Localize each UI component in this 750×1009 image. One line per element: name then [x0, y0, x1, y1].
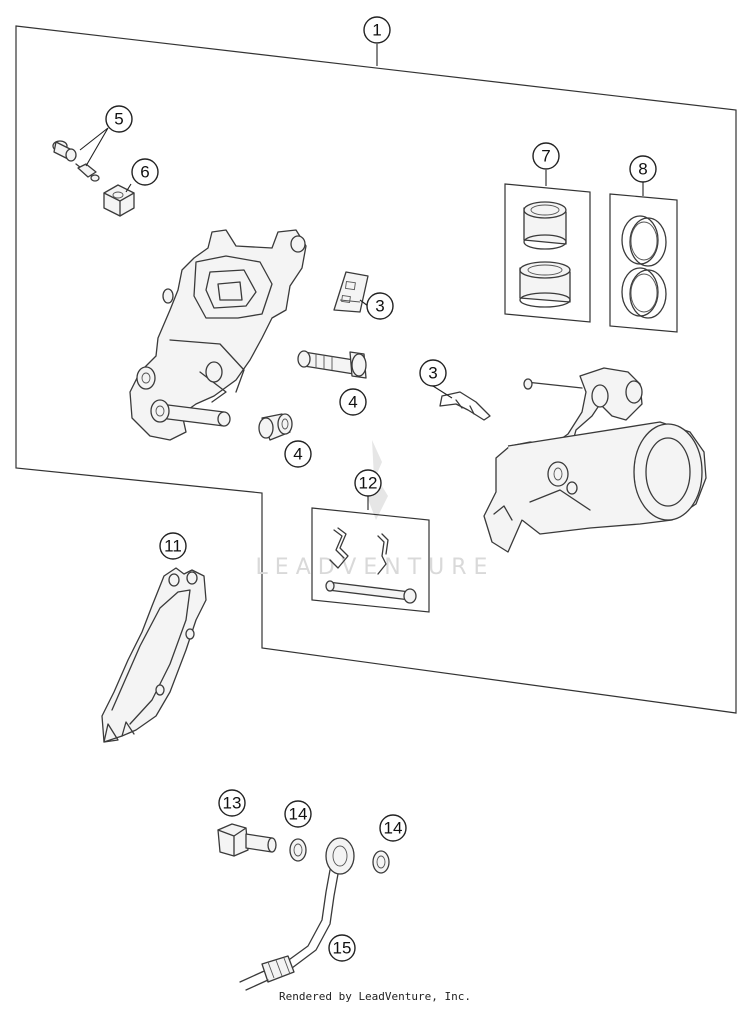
- callout-15: 15: [328, 934, 356, 962]
- anti-rattle-spring-upper: [333, 271, 369, 313]
- watermark-text: LEADVENTURE: [256, 555, 495, 580]
- callout-3-upper: 3: [366, 292, 394, 320]
- anti-rattle-spring-lower: [439, 391, 491, 421]
- leader-lines: [79, 44, 644, 510]
- svg-text:1: 1: [372, 21, 381, 40]
- svg-text:12: 12: [359, 474, 378, 493]
- svg-text:14: 14: [384, 819, 403, 838]
- callout-8: 8: [629, 155, 657, 183]
- sealing-washer-right-part: [372, 850, 390, 874]
- svg-text:4: 4: [293, 445, 302, 464]
- banjo-bolt-part: [217, 823, 277, 857]
- svg-text:4: 4: [348, 393, 357, 412]
- svg-text:13: 13: [223, 794, 242, 813]
- svg-text:7: 7: [541, 147, 550, 166]
- callout-13: 13: [218, 789, 246, 817]
- svg-text:3: 3: [375, 297, 384, 316]
- callout-14-right: 14: [379, 814, 407, 842]
- guide-pin-boot-part: [258, 413, 293, 441]
- brake-line-part: [239, 837, 355, 991]
- svg-text:6: 6: [140, 163, 149, 182]
- svg-text:5: 5: [114, 110, 123, 129]
- callout-14-left: 14: [284, 800, 312, 828]
- callout-5: 5: [105, 105, 133, 133]
- rendered-by-footer: Rendered by LeadVenture, Inc.: [279, 990, 471, 1003]
- callout-4-upper: 4: [339, 388, 367, 416]
- callout-6: 6: [131, 158, 159, 186]
- caliper-housing-part: [483, 367, 707, 553]
- callout-4-lower: 4: [284, 440, 312, 468]
- svg-text:15: 15: [333, 939, 352, 958]
- callout-7: 7: [532, 142, 560, 170]
- svg-text:11: 11: [164, 537, 182, 556]
- callout-3-lower: 3: [419, 359, 447, 387]
- callout-12: 12: [354, 469, 382, 497]
- assembly-panel-outline: [15, 25, 737, 714]
- sealing-washer-left-part: [289, 838, 307, 862]
- bleeder-screw-part: [52, 140, 100, 182]
- seal-kit-part: [609, 193, 678, 333]
- callout-1: 1: [363, 16, 391, 44]
- caliper-bracket-part: [129, 229, 307, 441]
- svg-text:3: 3: [428, 364, 437, 383]
- guide-pin-bolt-part: [297, 350, 367, 379]
- bleeder-cap-part: [103, 184, 135, 217]
- svg-text:14: 14: [289, 805, 308, 824]
- brake-pad-part: [101, 567, 207, 743]
- svg-text:8: 8: [638, 160, 647, 179]
- pin-and-clips-kit-part: [311, 507, 430, 613]
- piston-kit-part: [504, 183, 591, 323]
- callout-11: 11: [159, 532, 187, 560]
